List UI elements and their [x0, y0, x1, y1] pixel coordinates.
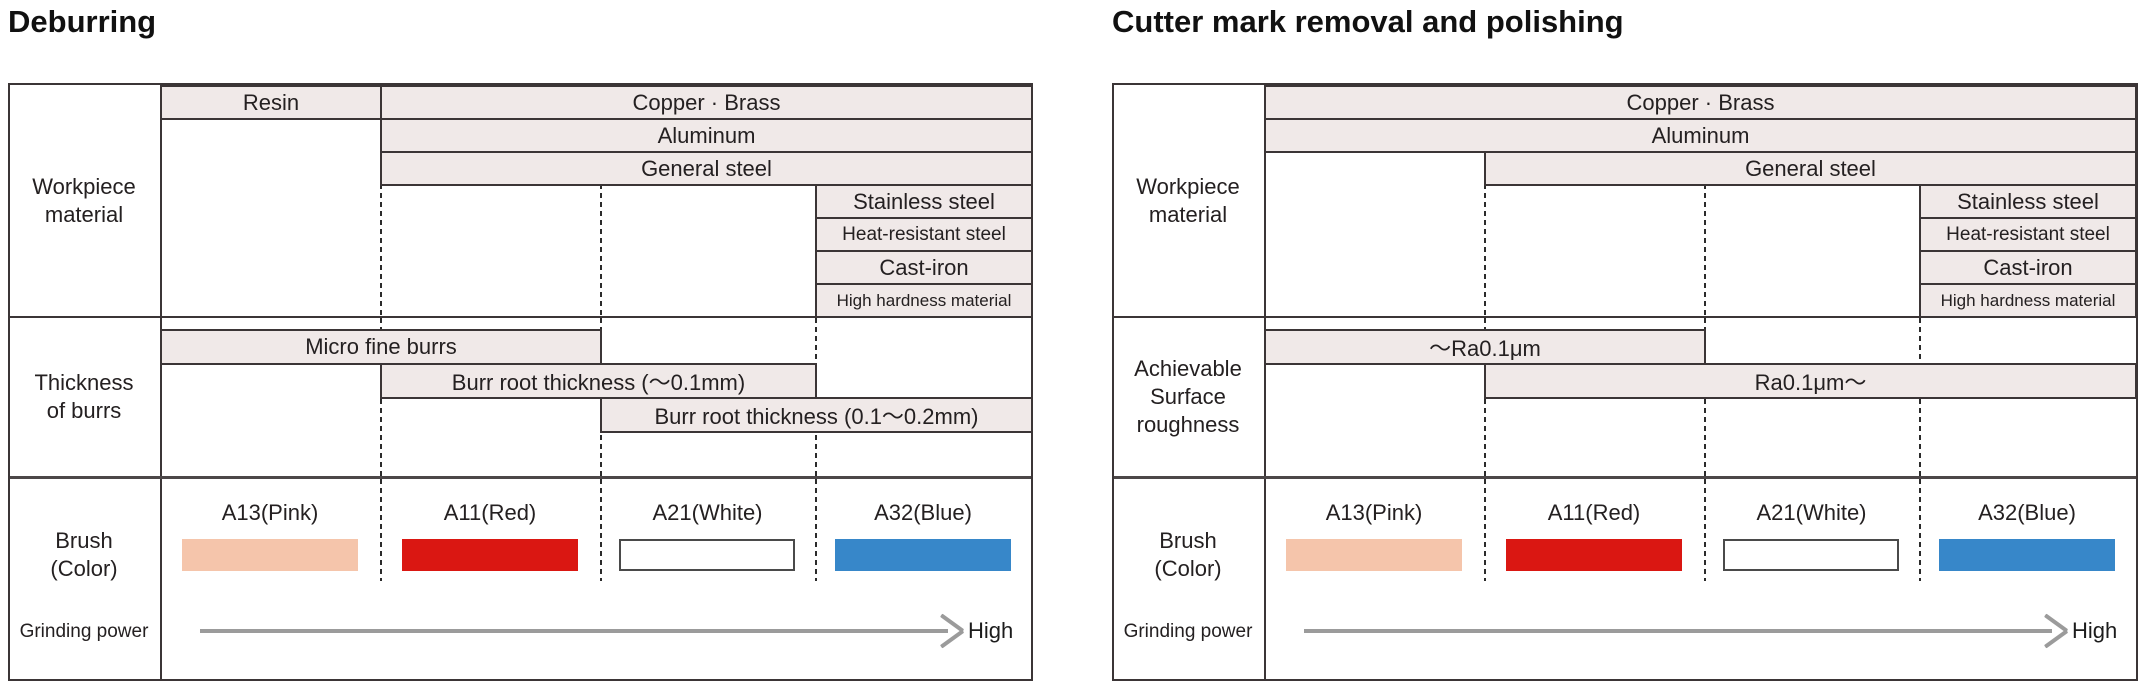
- label-line: of burrs: [46, 398, 122, 423]
- brush-section-label: Brush (Color): [10, 527, 158, 583]
- workpiece-section-label: Workpiece material: [10, 85, 158, 316]
- material-cell-copper-brass: Copper · Brass: [380, 85, 1031, 120]
- material-cell-general-steel: General steel: [380, 151, 1031, 186]
- brush-name-a32: A32(Blue): [1978, 500, 2076, 525]
- material-cell-general-steel: General steel: [1484, 151, 2136, 186]
- brush-section-label: Brush (Color): [1114, 527, 1262, 583]
- arrow-high-label: High: [2072, 618, 2118, 643]
- material-cell-aluminum: Aluminum: [380, 118, 1031, 153]
- column-divider-dashed: [1484, 479, 1486, 581]
- label-line: material: [1148, 201, 1228, 227]
- column-divider-dashed: [1704, 479, 1706, 581]
- arrow-high-label: High: [968, 618, 1014, 643]
- roughness-range-bar-fine: ～Ra0.1μm: [1264, 329, 1706, 365]
- column-divider-dashed: [1919, 479, 1921, 581]
- brush-name-a21: A21(White): [1756, 500, 1867, 525]
- label-line: Surface: [1150, 384, 1226, 409]
- material-cell-heat-resistant-steel: Heat-resistant steel: [815, 217, 1031, 252]
- brush-swatch-red: [1506, 539, 1682, 571]
- column-divider-dashed: [380, 479, 382, 581]
- brush-swatch-white: [619, 539, 795, 571]
- label-line: (Color): [50, 556, 118, 581]
- column-divider-dashed: [1484, 85, 1486, 316]
- grinding-power-arrow: [200, 629, 948, 633]
- material-cell-heat-resistant-steel: Heat-resistant steel: [1919, 217, 2136, 252]
- grinding-power-label: Grinding power: [1123, 621, 1253, 642]
- burr-range-bar-root-01-02: Burr root thickness (0.1～0.2mm): [600, 397, 1031, 433]
- deburring-table: Workpiece material Resin Copper · Brass …: [8, 83, 1033, 681]
- material-cell-stainless-steel: Stainless steel: [1919, 184, 2136, 219]
- burr-range-bar-micro-fine: Micro fine burrs: [160, 329, 602, 365]
- brush-swatch-pink: [1286, 539, 1462, 571]
- label-line: Achievable: [1134, 356, 1242, 381]
- column-divider-dashed: [600, 85, 602, 316]
- polishing-table: Workpiece material Copper · Brass Alumin…: [1112, 83, 2138, 681]
- section-divider: [1114, 476, 2136, 479]
- panel-title-deburring: Deburring: [8, 4, 157, 39]
- material-cell-high-hardness: High hardness material: [815, 283, 1031, 318]
- brush-swatch-white: [1723, 539, 1899, 571]
- burr-range-bar-root-01: Burr root thickness (～0.1mm): [380, 363, 817, 399]
- label-line: Thickness: [34, 370, 134, 395]
- grinding-power-label: Grinding power: [19, 621, 149, 642]
- brush-name-a11: A11(Red): [443, 500, 537, 525]
- material-cell-high-hardness: High hardness material: [1919, 283, 2136, 318]
- label-line: Brush: [1159, 528, 1217, 553]
- brush-swatch-red: [402, 539, 578, 571]
- label-line: Brush: [55, 528, 113, 553]
- brush-name-a13: A13(Pink): [1325, 500, 1423, 525]
- workpiece-section-label: Workpiece material: [1114, 85, 1262, 316]
- brush-name-a11: A11(Red): [1547, 500, 1641, 525]
- roughness-range-bar-coarse: Ra0.1μm～: [1484, 363, 2136, 399]
- material-cell-cast-iron: Cast-iron: [1919, 250, 2136, 285]
- column-divider-dashed: [600, 479, 602, 581]
- surface-roughness-section-label: Achievable Surface roughness: [1114, 318, 1262, 476]
- burr-thickness-section-label: Thickness of burrs: [10, 318, 158, 476]
- section-divider: [10, 316, 1031, 318]
- material-cell-aluminum: Aluminum: [1264, 118, 2136, 153]
- material-cell-copper-brass: Copper · Brass: [1264, 85, 2136, 120]
- brush-swatch-blue: [1939, 539, 2115, 571]
- material-cell-cast-iron: Cast-iron: [815, 250, 1031, 285]
- surface-roughness-section: Achievable Surface roughness ～Ra0.1μm Ra…: [1114, 318, 2136, 476]
- brush-name-a32: A32(Blue): [874, 500, 972, 525]
- column-divider-dashed: [380, 85, 382, 316]
- column-divider-dashed: [1704, 85, 1706, 316]
- brush-name-a13: A13(Pink): [221, 500, 319, 525]
- brush-section: Brush (Color) A13(Pink) A11(Red) A21(Whi…: [1114, 479, 2136, 679]
- label-line: (Color): [1154, 556, 1222, 581]
- brush-swatch-blue: [835, 539, 1011, 571]
- label-line: Workpiece: [32, 173, 136, 199]
- material-cell-stainless-steel: Stainless steel: [815, 184, 1031, 219]
- burr-thickness-section: Thickness of burrs Micro fine burrs Burr…: [10, 318, 1031, 476]
- label-line: material: [44, 201, 124, 227]
- material-cell-resin: Resin: [160, 85, 382, 120]
- label-column-divider: [160, 85, 162, 679]
- workpiece-section: Workpiece material Resin Copper · Brass …: [10, 85, 1031, 318]
- section-divider: [1114, 316, 2136, 318]
- grinding-power-arrow: [1304, 629, 2052, 633]
- brush-swatch-pink: [182, 539, 358, 571]
- brush-name-a21: A21(White): [652, 500, 763, 525]
- label-line: Workpiece: [1136, 173, 1240, 199]
- workpiece-section: Workpiece material Copper · Brass Alumin…: [1114, 85, 2136, 318]
- panel-title-polishing: Cutter mark removal and polishing: [1112, 4, 1624, 39]
- label-line: roughness: [1136, 412, 1240, 437]
- column-divider-dashed: [815, 479, 817, 581]
- section-divider: [10, 476, 1031, 479]
- brush-section: Brush (Color) A13(Pink) A11(Red) A21(Whi…: [10, 479, 1031, 679]
- label-column-divider: [1264, 85, 1266, 679]
